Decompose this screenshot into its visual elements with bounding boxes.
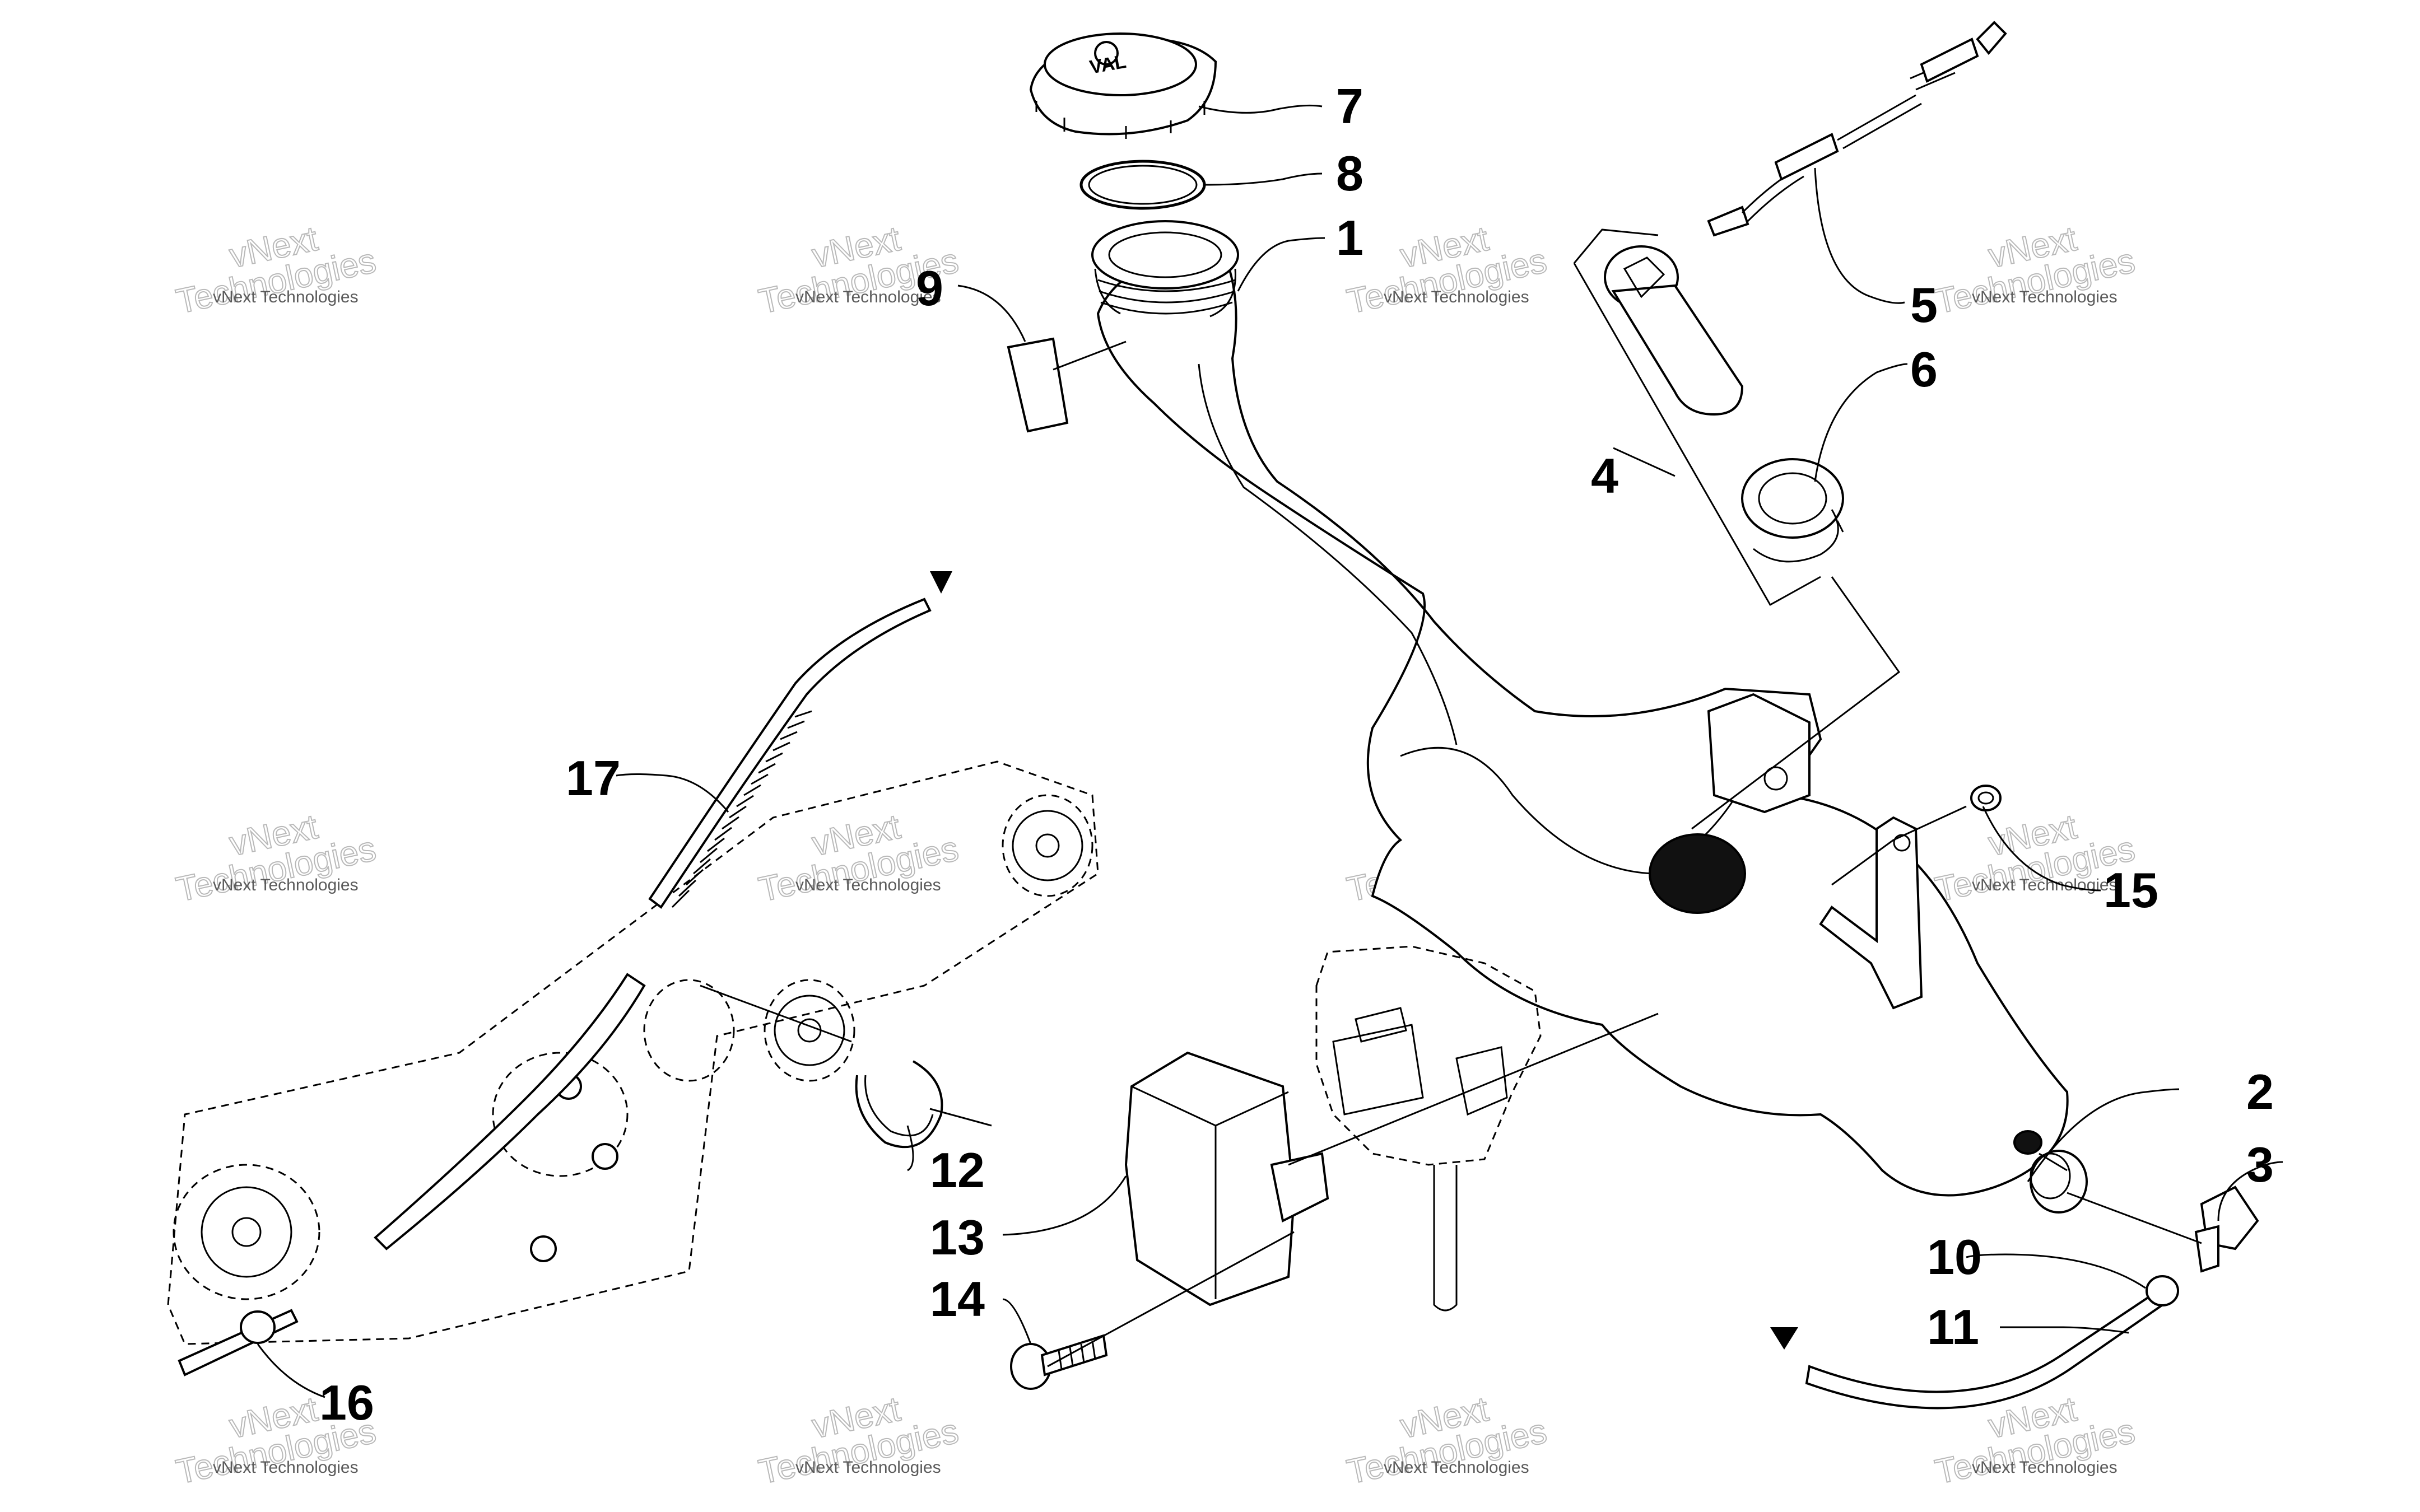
callout-17: 17 <box>566 750 621 806</box>
fuel-sender <box>1604 245 1744 416</box>
callout-9: 9 <box>916 260 943 316</box>
callout-10: 10 <box>1927 1229 1982 1285</box>
vent-fitting <box>2194 1186 2259 1273</box>
svg-text:vNext Technologies: vNext Technologies <box>795 876 941 894</box>
sender-group-bracket <box>1573 228 1901 830</box>
callout-16: 16 <box>319 1375 374 1430</box>
watermark: Technologies vNext vNext Technologies <box>755 807 962 910</box>
callout-5: 5 <box>1910 277 1938 333</box>
callout-13: 13 <box>930 1210 985 1265</box>
callout-3: 3 <box>2246 1137 2274 1192</box>
watermark: Technologies vNext vNext Technologies <box>1932 219 2139 322</box>
svg-text:vNext Technologies: vNext Technologies <box>213 1458 359 1477</box>
callout-14: 14 <box>930 1271 985 1327</box>
watermark: Technologies vNext vNext Technologies <box>1343 219 1551 322</box>
chaincase-bolts <box>530 1073 618 1262</box>
callout-2: 2 <box>2246 1064 2274 1119</box>
vent-hose <box>1805 1286 2172 1410</box>
vent-grommet <box>2030 1150 2088 1214</box>
continuation-arrow <box>1770 1327 1798 1350</box>
callout-8: 8 <box>1336 146 1363 201</box>
cable-bracket <box>374 973 646 1250</box>
callout-1: 1 <box>1336 210 1363 265</box>
svg-text:vNext Technologies: vNext Technologies <box>1972 876 2118 894</box>
svg-text:vNext Technologies: vNext Technologies <box>213 876 359 894</box>
chaincase-outline <box>167 760 1099 1345</box>
watermark: Technologies vNext vNext Technologies <box>1343 1389 1551 1492</box>
svg-text:vNext Technologies: vNext Technologies <box>1384 1458 1529 1477</box>
fuel-tank <box>1091 220 2069 1197</box>
warning-decal <box>1007 337 1069 433</box>
svg-text:vNext Technologies: vNext Technologies <box>795 1458 941 1477</box>
lower-fuel-line <box>178 1309 299 1376</box>
callout-numbers: 7 8 1 9 5 6 4 17 15 2 3 12 13 14 10 11 1… <box>319 78 2274 1430</box>
svg-text:vNext Technologies: vNext Technologies <box>1972 288 2118 306</box>
mounting-bolt <box>1010 1334 1108 1390</box>
svg-text:vNext Technologies: vNext Technologies <box>1384 288 1529 306</box>
sprocket-lower <box>201 1186 292 1278</box>
assembly-axes <box>700 805 2202 1368</box>
sprocket-upper <box>1012 810 1083 881</box>
fuel-line <box>648 598 932 909</box>
watermark: Technologies vNext vNext Technologies <box>173 807 380 910</box>
callout-7: 7 <box>1336 78 1363 134</box>
fuel-pump-assembly <box>1315 945 1542 1312</box>
svg-text:vNext Technologies: vNext Technologies <box>213 288 359 306</box>
continuation-arrow <box>930 571 952 594</box>
hose-clamp <box>2146 1275 2179 1306</box>
sender-grommet <box>1741 458 1844 563</box>
filter-box <box>1124 1051 1329 1306</box>
wire-harness <box>1707 21 2007 237</box>
callout-4: 4 <box>1591 448 1618 503</box>
mount-nut <box>1970 785 2002 811</box>
gas-cap: VAL <box>1029 32 1217 139</box>
svg-text:vNext Technologies: vNext Technologies <box>1972 1458 2118 1477</box>
callout-15: 15 <box>2103 862 2158 918</box>
gas-cap-o-ring <box>1079 160 1206 210</box>
fuel-line-clamp <box>240 1310 276 1344</box>
callout-12: 12 <box>930 1142 985 1198</box>
sprocket-middle <box>774 995 845 1066</box>
leader-lines <box>257 104 2283 1398</box>
callout-6: 6 <box>1910 342 1938 397</box>
hose-clip <box>855 1060 943 1149</box>
fuel-line-corrugated-sleeve <box>671 710 812 908</box>
callout-11: 11 <box>1927 1299 1979 1355</box>
watermark: Technologies vNext vNext Technologies <box>173 219 380 322</box>
svg-text:vNext Technologies: vNext Technologies <box>795 288 941 306</box>
watermark: Technologies vNext vNext Technologies <box>755 1389 962 1492</box>
